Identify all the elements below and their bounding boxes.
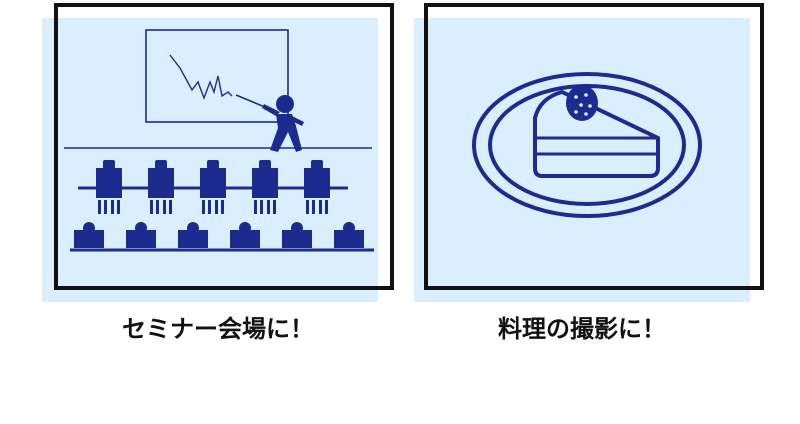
seminar-caption: セミナー会場に！ xyxy=(122,315,314,343)
seminar-card xyxy=(0,0,400,310)
panel-background xyxy=(414,18,750,302)
strawberry-icon xyxy=(566,85,598,121)
plate-outer xyxy=(472,72,702,218)
food-photo-card xyxy=(400,0,800,310)
photo-frame xyxy=(54,3,394,290)
cake-slice xyxy=(533,89,660,178)
audience-row-1 xyxy=(78,159,348,215)
whiteboard xyxy=(145,29,289,123)
audience-row-2 xyxy=(70,221,374,252)
cake-on-plate-icon xyxy=(414,3,764,302)
presenter-head xyxy=(276,95,294,113)
photo-frame xyxy=(424,3,764,290)
seminar-room-icon xyxy=(42,3,394,302)
food-photo-caption: 料理の撮影に！ xyxy=(498,315,666,343)
